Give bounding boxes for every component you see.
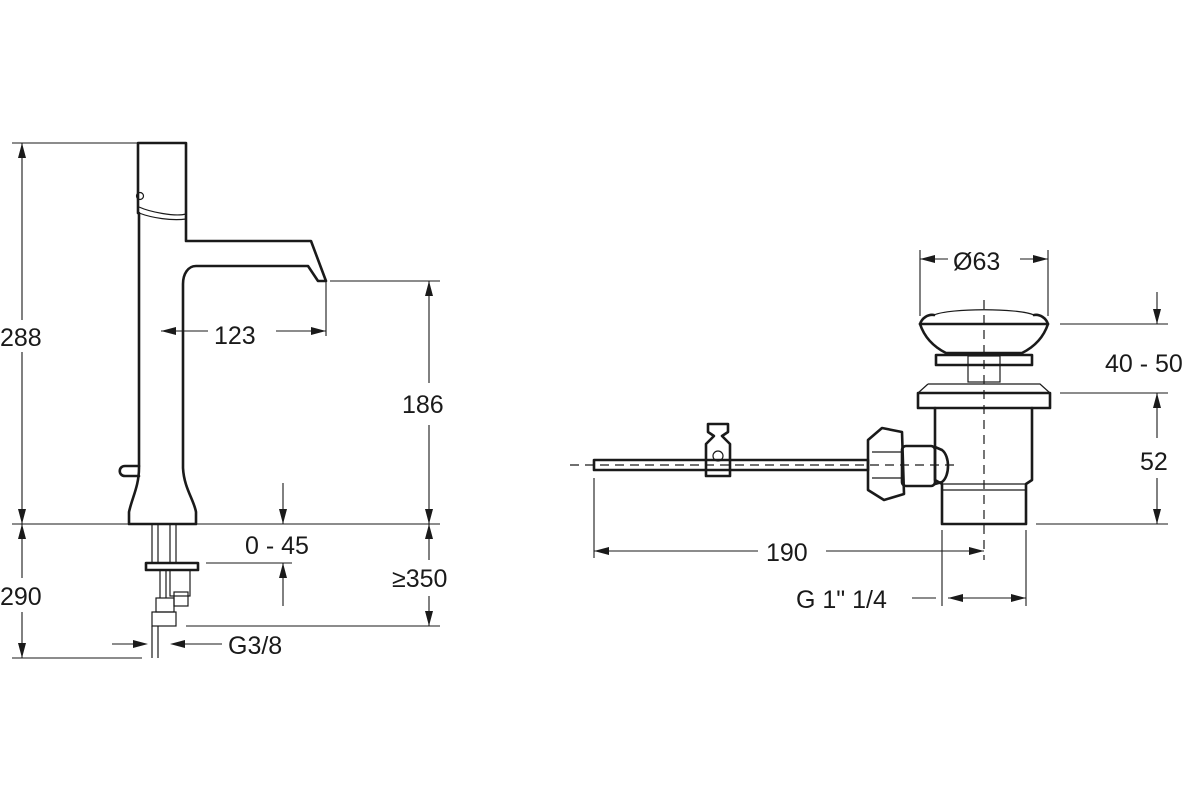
waste-cap <box>918 322 1050 355</box>
dim-label-190: 190 <box>766 539 808 567</box>
dim-label-123: 123 <box>214 322 256 350</box>
dim-label-52: 52 <box>1140 448 1168 476</box>
faucet-fixing-nut <box>169 569 191 597</box>
waste-rod-clip <box>704 422 732 478</box>
dim-label-350: ≥350 <box>392 565 447 593</box>
dim-label-186: 186 <box>402 391 444 419</box>
waste-rod-nut-ribs <box>872 451 902 479</box>
faucet-connector-c <box>151 611 177 627</box>
dim-label-0-45: 0 - 45 <box>245 532 309 560</box>
waste-flange <box>916 391 1052 410</box>
faucet-dimensions <box>12 142 440 659</box>
waste-outlet-nut <box>900 444 937 488</box>
faucet-drawing <box>118 141 328 658</box>
dim-label-40-50: 40 - 50 <box>1105 350 1183 378</box>
faucet-lever-ring <box>138 206 187 216</box>
faucet-connector-a <box>155 597 175 613</box>
waste-labels: Ø63 40 - 50 52 190 G 1" 1/4 <box>766 248 1183 614</box>
waste-flange-top <box>917 383 1051 394</box>
dim-label-288: 288 <box>0 324 42 352</box>
waste-rod-clip-screw <box>712 450 724 462</box>
faucet-labels: 288 290 123 186 0 - 45 ≥350 G3/8 <box>0 322 447 660</box>
faucet-body <box>127 141 328 526</box>
faucet-knob-top <box>135 191 145 201</box>
waste-rod-nut <box>866 426 906 502</box>
waste-drawing <box>592 309 1052 526</box>
waste-centerlines <box>570 300 985 560</box>
dim-label-g114: G 1" 1/4 <box>796 586 887 614</box>
dim-label-d63: Ø63 <box>953 248 1000 276</box>
waste-side-outlet <box>933 445 950 486</box>
waste-cap-top <box>933 309 1035 316</box>
waste-cap-rim <box>918 313 1050 326</box>
dim-label-g38: G3/8 <box>228 632 282 660</box>
waste-dimensions <box>593 250 1168 606</box>
dim-label-290: 290 <box>0 583 42 611</box>
faucet-pop-up-knob <box>118 464 141 478</box>
faucet-connector-b <box>173 591 189 607</box>
faucet-lever-ring-lower <box>138 212 187 221</box>
faucet-fixing-plate <box>144 561 200 572</box>
